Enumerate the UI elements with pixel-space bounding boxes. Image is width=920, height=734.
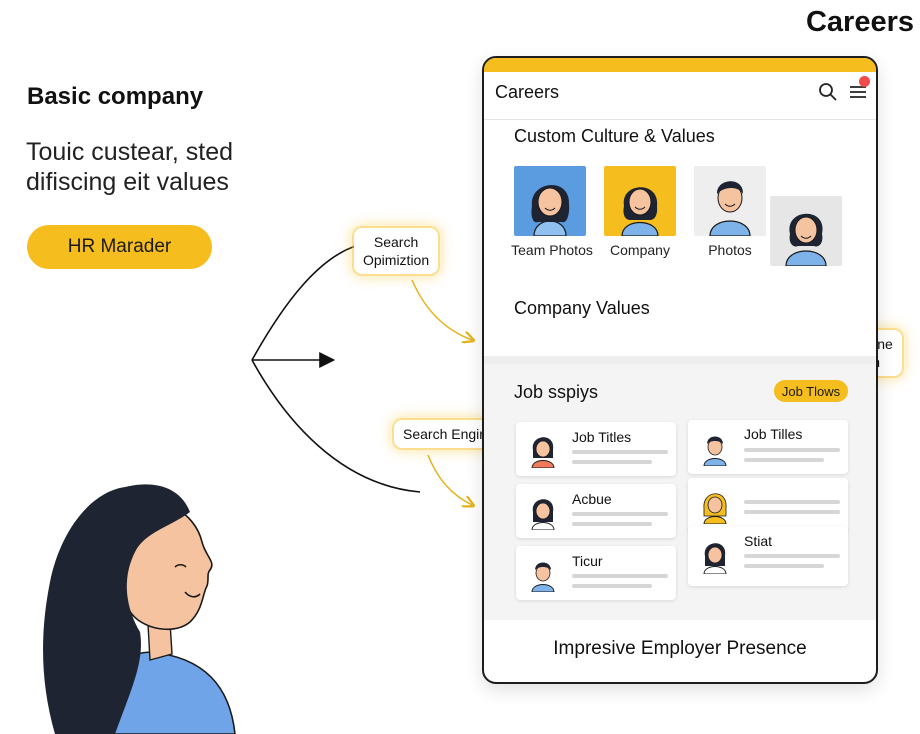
corner-title: Careers bbox=[805, 6, 914, 38]
hr-manager-pill[interactable]: HR Marader bbox=[27, 225, 212, 269]
company-values-title: Company Values bbox=[514, 298, 650, 318]
avatar bbox=[524, 554, 562, 592]
avatar bbox=[696, 536, 734, 574]
left-desc-line-1: Touic custear, sted bbox=[26, 138, 234, 166]
job-card[interactable] bbox=[688, 478, 848, 532]
extra-photo[interactable] bbox=[770, 196, 842, 266]
callout-line: Opimiztion bbox=[363, 252, 430, 268]
search-icon[interactable] bbox=[818, 82, 838, 102]
text-line bbox=[744, 554, 840, 558]
callout-line: Search bbox=[373, 234, 419, 250]
photos-photo[interactable] bbox=[694, 166, 766, 236]
company-photo[interactable] bbox=[604, 166, 676, 236]
notification-dot bbox=[859, 76, 870, 87]
avatar bbox=[696, 428, 734, 466]
branch-curve-lower bbox=[251, 359, 421, 493]
text-line bbox=[572, 450, 668, 454]
job-card[interactable]: Job Tilles bbox=[688, 420, 848, 474]
employer-presence-footer: Impresive Employer Presence bbox=[553, 638, 807, 659]
avatar bbox=[696, 486, 734, 524]
job-title: Stiat bbox=[744, 533, 773, 549]
menu-icon[interactable] bbox=[848, 82, 868, 102]
careers-page-mockup: Careers Custom Culture & Values Team Pho… bbox=[482, 56, 878, 684]
culture-values-title: Custom Culture & Values bbox=[514, 126, 715, 146]
photo-label: Team Photos bbox=[511, 242, 593, 258]
job-card[interactable]: Stiat bbox=[688, 526, 848, 586]
job-title: Ticur bbox=[572, 553, 603, 569]
text-line bbox=[744, 564, 824, 568]
job-tlows-pill[interactable]: Job Tlows bbox=[774, 380, 848, 402]
left-heading: Basic company bbox=[27, 83, 204, 110]
text-line bbox=[572, 460, 652, 464]
yellow-arrow-1 bbox=[411, 279, 472, 340]
left-description: Touic custear, sted difiscing eit values bbox=[26, 137, 286, 197]
phone-title: Careers bbox=[495, 82, 560, 102]
jobs-title: Job sspiys bbox=[514, 382, 599, 402]
phone-header: Careers bbox=[484, 72, 876, 120]
text-line bbox=[572, 584, 652, 588]
text-line bbox=[572, 512, 668, 516]
text-line bbox=[744, 510, 840, 514]
text-line bbox=[744, 458, 824, 462]
job-title: Acbue bbox=[572, 491, 612, 507]
photo-label: Company bbox=[610, 242, 670, 258]
yellow-arrow-2 bbox=[427, 454, 472, 505]
job-title: Job Titles bbox=[572, 429, 632, 445]
text-line bbox=[744, 500, 840, 504]
text-line bbox=[744, 448, 840, 452]
text-line bbox=[572, 522, 652, 526]
section-divider bbox=[484, 356, 876, 364]
job-title: Job Tilles bbox=[744, 426, 803, 442]
avatar bbox=[524, 430, 562, 468]
photo-label: Photos bbox=[708, 242, 752, 258]
accent-topbar bbox=[484, 58, 876, 72]
avatar bbox=[524, 492, 562, 530]
branch-curve-upper bbox=[251, 242, 369, 361]
job-card[interactable]: Ticur bbox=[516, 546, 676, 600]
callout-search-optimization: Search Opimiztion bbox=[354, 228, 439, 274]
team-photo[interactable] bbox=[514, 166, 586, 236]
job-card[interactable]: Acbue bbox=[516, 484, 676, 538]
woman-illustration bbox=[43, 484, 236, 734]
text-line bbox=[572, 574, 668, 578]
job-card[interactable]: Job Titles bbox=[516, 422, 676, 476]
left-desc-line-2: difiscing eit values bbox=[26, 168, 229, 196]
